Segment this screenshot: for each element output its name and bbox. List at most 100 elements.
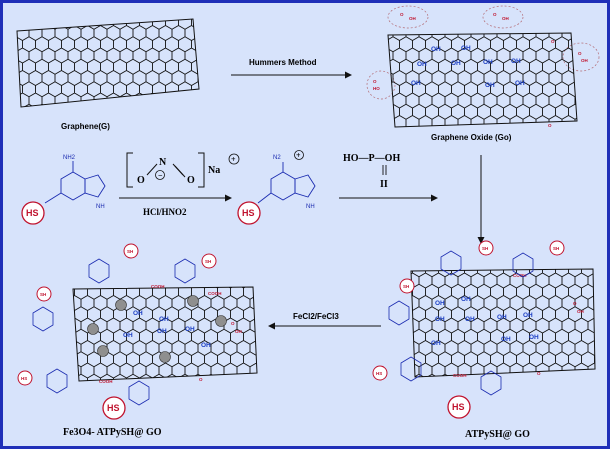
scheme-canvas: Graphene(G) Hummers Method OOH OOH OHO O… bbox=[16, 5, 600, 440]
svg-text:OH: OH bbox=[409, 16, 416, 21]
svg-text:O: O bbox=[578, 51, 582, 56]
svg-text:O: O bbox=[548, 123, 552, 128]
svg-text:O: O bbox=[493, 12, 497, 17]
nitrite-o-right: O bbox=[187, 175, 195, 186]
plus-charge-na bbox=[228, 153, 240, 165]
hs-circle-e bbox=[447, 395, 471, 419]
sh-h: SH bbox=[40, 292, 46, 297]
svg-text:OH: OH bbox=[417, 61, 427, 68]
svg-text:OH: OH bbox=[497, 314, 507, 321]
svg-text:OH: OH bbox=[483, 59, 493, 66]
svg-text:O: O bbox=[573, 301, 577, 306]
hs-circle-1 bbox=[21, 201, 45, 225]
svg-text:COOH: COOH bbox=[208, 291, 222, 296]
graphene-label: Graphene(G) bbox=[61, 122, 110, 131]
minus-charge bbox=[155, 170, 165, 180]
sh-circle-f bbox=[123, 243, 139, 259]
sh-circle-b bbox=[549, 240, 565, 256]
svg-text:OH: OH bbox=[577, 309, 584, 314]
svg-text:OH: OH bbox=[461, 45, 471, 52]
svg-text:OH: OH bbox=[511, 58, 521, 65]
diazonium-molecule bbox=[257, 162, 316, 204]
oxo-label: II bbox=[380, 179, 388, 190]
svg-text:OH: OH bbox=[133, 310, 143, 317]
svg-text:OH: OH bbox=[435, 316, 445, 323]
hs-circle-j bbox=[102, 396, 126, 420]
svg-text:OH: OH bbox=[159, 316, 169, 323]
nh2-label: NH2 bbox=[63, 155, 76, 161]
sh-circle-g bbox=[201, 253, 217, 269]
fecl-label: FeCl2/FeCl3 bbox=[293, 312, 339, 321]
svg-text:OH: OH bbox=[515, 80, 525, 87]
sh-circle-c bbox=[399, 278, 415, 294]
hs-circle-d bbox=[372, 365, 388, 381]
nitrite-o-left: O bbox=[137, 175, 145, 186]
svg-text:O: O bbox=[231, 321, 235, 326]
svg-text:OH: OH bbox=[451, 60, 461, 67]
sh-f: SH bbox=[127, 249, 133, 254]
hs-j: HS bbox=[107, 403, 120, 413]
svg-text:OH: OH bbox=[523, 312, 533, 319]
n2-label: N2 bbox=[273, 155, 281, 161]
sh-b: SH bbox=[553, 246, 559, 251]
svg-text:OH: OH bbox=[201, 342, 211, 349]
svg-text:COOH: COOH bbox=[453, 373, 467, 378]
graphene-oxide-label: Graphene Oxide (Go) bbox=[431, 133, 512, 142]
svg-text:OH: OH bbox=[581, 58, 588, 63]
atpysh-go-label: ATPySH@ GO bbox=[465, 429, 530, 440]
atpysh-molecule bbox=[44, 161, 106, 204]
hs-label-2: HS bbox=[242, 208, 255, 218]
svg-text:OH: OH bbox=[435, 300, 445, 307]
svg-text:OH: OH bbox=[157, 328, 167, 335]
sodium-label: Na bbox=[208, 165, 220, 176]
hs-circle-i bbox=[17, 370, 33, 386]
plus-sign-n2: + bbox=[296, 151, 301, 160]
hs-d: HS bbox=[376, 371, 382, 376]
svg-text:COOH: COOH bbox=[151, 284, 165, 289]
svg-text:O: O bbox=[537, 371, 541, 376]
svg-text:COOH: COOH bbox=[99, 379, 113, 384]
svg-text:OH: OH bbox=[501, 336, 511, 343]
nitrite-reagent bbox=[126, 152, 205, 188]
svg-text:O: O bbox=[551, 39, 555, 44]
hs-e: HS bbox=[452, 402, 465, 412]
plus-charge-n2 bbox=[294, 150, 304, 160]
svg-text:OH: OH bbox=[235, 329, 242, 334]
fe3o4-atpysh-go-label: Fe3O4- ATPySH@ GO bbox=[63, 427, 162, 438]
svg-text:OH: OH bbox=[431, 340, 441, 347]
minus-sign: − bbox=[158, 171, 163, 180]
svg-text:OH: OH bbox=[431, 46, 441, 53]
svg-text:O: O bbox=[400, 12, 404, 17]
svg-text:OH: OH bbox=[123, 332, 133, 339]
hcl-hno2-label: HCl/HNO2 bbox=[143, 207, 187, 217]
plus-sign-na: + bbox=[231, 155, 236, 164]
nh-label-2: NH bbox=[306, 204, 315, 210]
svg-text:OH: OH bbox=[485, 82, 495, 89]
graphene-sheet bbox=[16, 18, 200, 108]
sh-a: SH bbox=[482, 246, 488, 251]
hs-i: HS bbox=[21, 376, 27, 381]
svg-text:O: O bbox=[373, 79, 377, 84]
svg-text:HO: HO bbox=[373, 86, 380, 91]
svg-text:OH: OH bbox=[502, 16, 509, 21]
sh-c: SH bbox=[403, 284, 409, 289]
svg-text:O: O bbox=[199, 377, 203, 382]
sh-circle-a bbox=[478, 240, 494, 256]
hs-label-1: HS bbox=[26, 208, 39, 218]
sh-g: SH bbox=[205, 259, 211, 264]
hypophosphorous-formula: HO—P—OH bbox=[343, 153, 400, 164]
hs-circle-2 bbox=[237, 201, 261, 225]
nh-label: NH bbox=[96, 204, 105, 210]
hummers-label: Hummers Method bbox=[249, 58, 317, 67]
svg-text:OH: OH bbox=[529, 334, 539, 341]
sh-circle-h bbox=[36, 286, 52, 302]
svg-text:OH: OH bbox=[461, 296, 471, 303]
svg-text:OH: OH bbox=[185, 326, 195, 333]
svg-text:OH: OH bbox=[465, 316, 475, 323]
nitrite-n: N bbox=[159, 157, 167, 168]
svg-text:OH: OH bbox=[411, 80, 421, 87]
